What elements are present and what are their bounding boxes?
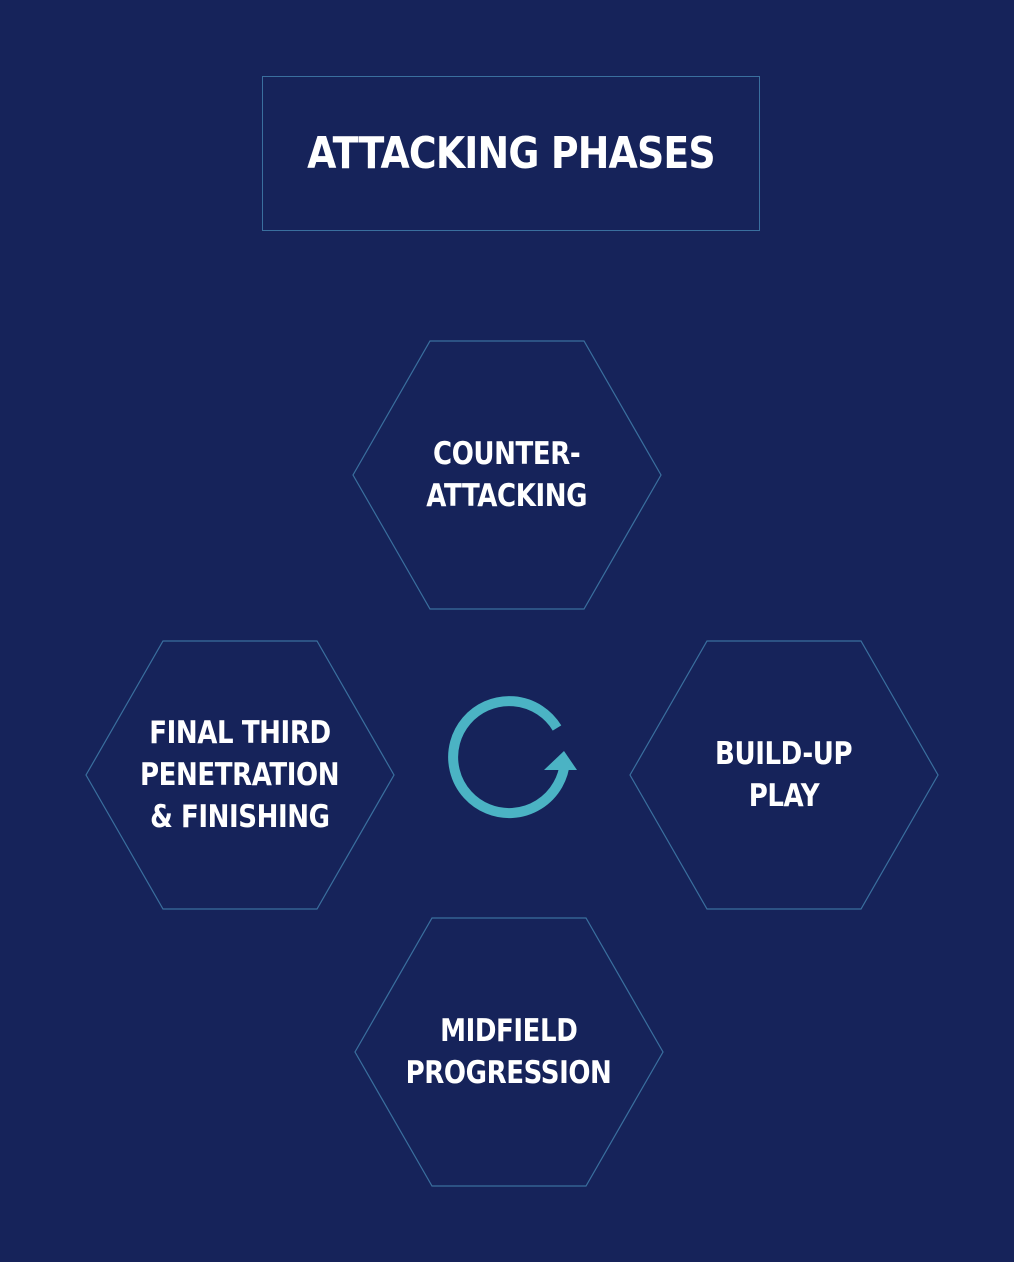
phase-label-line: & FINISHING	[150, 799, 330, 835]
phase-label-line: FINAL THIRD	[149, 715, 331, 751]
hexagon-outline	[354, 917, 664, 1187]
hexagon-outline	[85, 640, 395, 910]
phase-label-line: PENETRATION	[140, 757, 340, 793]
diagram-title: ATTACKING PHASES	[307, 128, 715, 179]
title-box: ATTACKING PHASES	[262, 76, 760, 231]
phase-label-line: MIDFIELD	[440, 1013, 578, 1049]
phase-hexagon-counter-attacking: COUNTER- ATTACKING	[352, 340, 662, 610]
hexagon-outline	[629, 640, 939, 910]
phase-label-line: ATTACKING	[426, 478, 588, 514]
phase-hexagon-midfield-progression: MIDFIELD PROGRESSION	[354, 917, 664, 1187]
phase-label-line: PROGRESSION	[406, 1055, 612, 1091]
phase-hexagon-final-third: FINAL THIRD PENETRATION & FINISHING	[85, 640, 395, 910]
phase-label-line: COUNTER-	[433, 436, 581, 472]
hexagon-outline	[352, 340, 662, 610]
phase-label-line: PLAY	[748, 778, 820, 814]
phase-label: FINAL THIRD PENETRATION & FINISHING	[86, 641, 394, 909]
phase-label: COUNTER- ATTACKING	[353, 341, 661, 609]
phase-label: MIDFIELD PROGRESSION	[355, 918, 663, 1186]
cycle-arrow-icon	[440, 688, 580, 823]
phase-label: BUILD-UP PLAY	[630, 641, 938, 909]
phase-hexagon-build-up-play: BUILD-UP PLAY	[629, 640, 939, 910]
phase-label-line: BUILD-UP	[715, 736, 853, 772]
